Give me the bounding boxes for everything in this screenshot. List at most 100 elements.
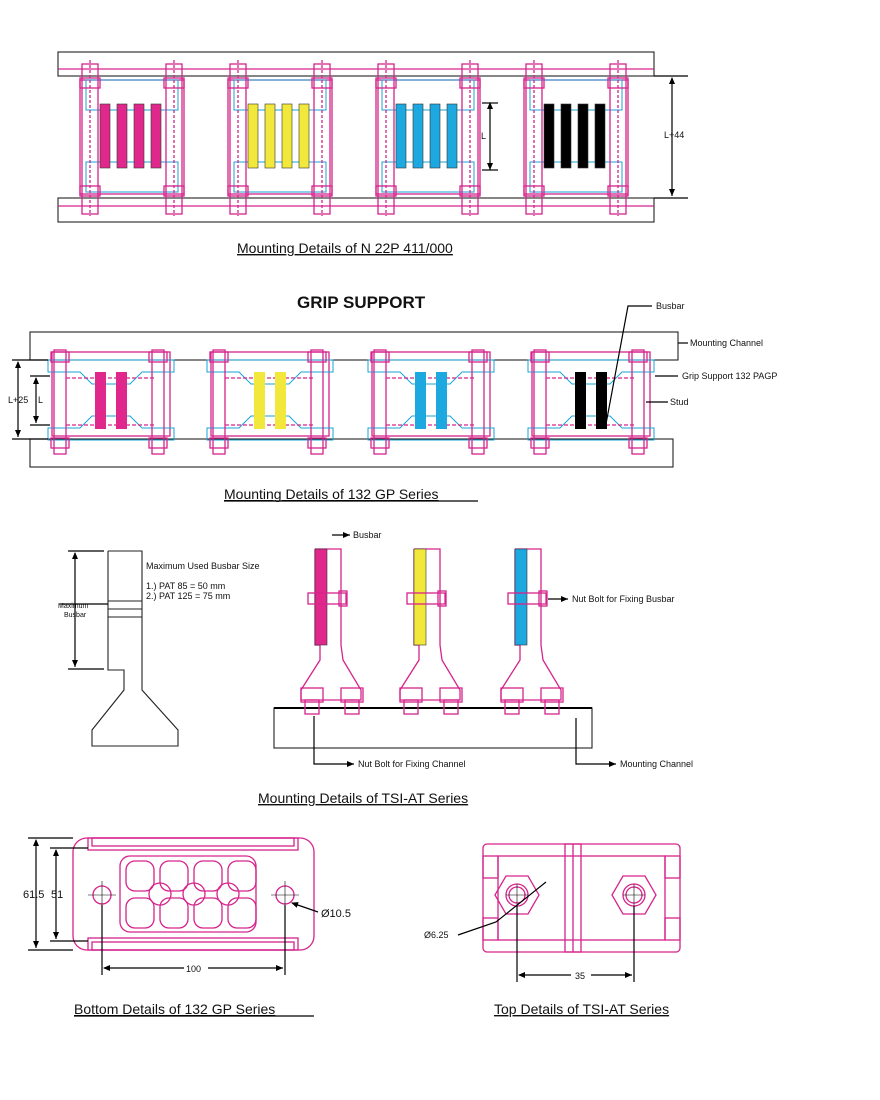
lower-clamp <box>381 161 475 193</box>
stud <box>373 349 387 455</box>
insulator-body <box>300 548 362 701</box>
max-busbar-line1: 1.) PAT 85 = 50 mm <box>146 581 225 591</box>
label-busbar-grip: Busbar <box>656 301 685 311</box>
dim-61-5-label: 61.5 <box>23 889 44 901</box>
lower-grip <box>367 415 495 441</box>
nut <box>468 351 488 363</box>
nut <box>148 437 168 449</box>
grip-cell <box>193 897 223 929</box>
upper-grip <box>47 359 175 385</box>
label-nut-bolt-channel: Nut Bolt for Fixing Channel <box>358 759 466 769</box>
support-frame <box>375 79 481 195</box>
top-details-drawing <box>457 843 681 982</box>
busbar-support-unit <box>523 60 629 216</box>
tsi-at-mounting-drawing <box>273 532 616 767</box>
caption-top-tsi-at: Top Details of TSI-AT Series <box>494 1001 669 1017</box>
busbar-black <box>596 372 607 429</box>
nut <box>50 351 70 363</box>
grip-support-unit <box>367 349 495 455</box>
label-stud: Stud <box>670 397 689 407</box>
label-mounting-channel-grip: Mounting Channel <box>690 338 763 348</box>
support-frame <box>79 79 185 195</box>
lower-clamp <box>85 161 179 193</box>
grip-cell <box>227 860 257 892</box>
busbar-cyan <box>415 372 426 429</box>
busbar-cyan <box>436 372 447 429</box>
lower-grip <box>527 415 655 441</box>
upper-clamp <box>381 79 475 111</box>
grip-cell <box>125 897 155 929</box>
dim-l44-label: L+44 <box>664 130 684 140</box>
busbar-magenta <box>116 372 127 429</box>
nut <box>628 351 648 363</box>
stud <box>461 63 479 215</box>
channel-nut <box>500 687 524 703</box>
busbar-bolt <box>307 592 347 605</box>
busbar-black <box>560 103 572 169</box>
upper-grip <box>367 359 495 385</box>
grip-cell <box>193 860 223 892</box>
grip-cell <box>125 860 155 892</box>
stud <box>310 349 324 455</box>
busbar-magenta <box>99 103 111 169</box>
label-mounting-channel-tsi: Mounting Channel <box>620 759 693 769</box>
upper-clamp <box>529 79 623 111</box>
stud <box>525 63 543 215</box>
busbar-black <box>543 103 555 169</box>
label-busbar-tsi: Busbar <box>353 530 382 540</box>
stud <box>313 63 331 215</box>
busbar-cyan <box>412 103 424 169</box>
channel-nut <box>300 687 324 703</box>
busbar-black <box>575 372 586 429</box>
busbar-cyan <box>514 548 528 646</box>
support-frame <box>227 79 333 195</box>
channel-nut <box>439 687 463 703</box>
label-grip-support: Grip Support 132 PAGP <box>682 371 777 381</box>
channel-bolt <box>304 699 320 715</box>
stud <box>229 63 247 215</box>
stud <box>53 349 67 455</box>
grip-support-unit <box>47 349 175 455</box>
support-frame <box>523 79 629 195</box>
dim-l-grip-label: L <box>38 395 43 405</box>
stud <box>377 63 395 215</box>
caption-132gp: Mounting Details of 132 GP Series <box>224 486 439 502</box>
stud <box>212 349 226 455</box>
grip-support-unit <box>206 349 334 455</box>
lower-clamp <box>233 161 327 193</box>
insulator-body <box>399 548 461 701</box>
grip-support-drawing <box>12 305 688 468</box>
busbar-support-unit <box>227 60 333 216</box>
busbar-support-unit <box>79 60 185 216</box>
grip-frame <box>210 351 330 437</box>
lower-grip <box>206 415 334 441</box>
stud <box>81 63 99 215</box>
dim-hole-6-25-label: Ø6.25 <box>424 930 449 940</box>
upper-grip <box>527 359 655 385</box>
max-busbar-dim-label-2: Busbar <box>64 612 87 619</box>
busbar-cyan <box>429 103 441 169</box>
busbar-cyan <box>395 103 407 169</box>
channel-bolt <box>403 699 419 715</box>
grip-support-unit <box>527 349 655 455</box>
grip-cell <box>227 897 257 929</box>
caption-tsi-at: Mounting Details of TSI-AT Series <box>258 790 468 806</box>
tsi-at-insulator-unit <box>300 548 364 715</box>
nut <box>370 351 390 363</box>
tsi-at-insulator-unit <box>500 548 564 715</box>
channel-nut <box>540 687 564 703</box>
dim-hole-10-5-label: Ø10.5 <box>321 908 351 920</box>
tsi-at-profile-drawing <box>60 550 179 747</box>
busbar-nut <box>437 590 447 607</box>
lower-grip <box>47 415 175 441</box>
grip-support-title: GRIP SUPPORT <box>297 293 426 312</box>
grip-frame <box>371 351 491 437</box>
channel-bolt <box>443 699 459 715</box>
nut <box>209 437 229 449</box>
busbar-cyan <box>446 103 458 169</box>
channel-bolt <box>544 699 560 715</box>
dim-l25-label: L+25 <box>8 395 28 405</box>
busbar-yellow <box>247 103 259 169</box>
nut <box>148 351 168 363</box>
stud <box>151 349 165 455</box>
